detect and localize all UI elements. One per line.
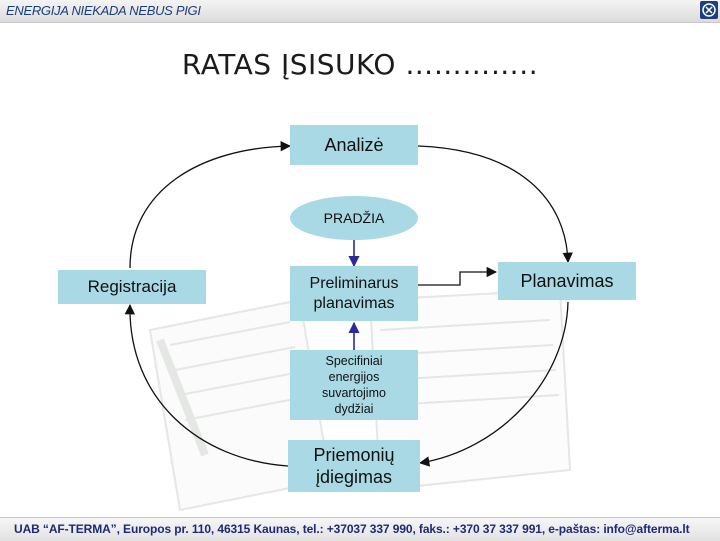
arrow-registracija-to-analize xyxy=(129,141,292,269)
arrow-planavimas-to-priemoniu xyxy=(418,301,569,467)
node-registracija-label: Registracija xyxy=(87,277,177,296)
node-priemoniu-label: Priemonių įdiegimas xyxy=(313,445,395,487)
header-bar: ENERGIJA NIEKADA NEBUS PIGI xyxy=(0,0,720,23)
company-logo-icon xyxy=(700,1,718,19)
node-preliminarus-label: Preliminarus planavimas xyxy=(309,274,399,312)
node-specifiniai: Specifiniai energijos suvartojimo dydžia… xyxy=(290,350,418,420)
node-planavimas-label: Planavimas xyxy=(520,270,614,291)
node-registracija: Registracija xyxy=(58,270,206,304)
arrow-analize-to-planavimas xyxy=(417,145,573,264)
footer-bar: UAB “AF-TERMA”, Europos pr. 110, 46315 K… xyxy=(0,517,720,541)
node-preliminarus-planavimas: Preliminarus planavimas xyxy=(290,266,418,321)
arrow-preliminarus-to-planavimas xyxy=(418,266,498,286)
node-planavimas: Planavimas xyxy=(498,262,636,300)
node-analize: Analizė xyxy=(290,125,418,165)
node-analize-label: Analizė xyxy=(324,134,384,155)
node-pradzia-label: PRADŽIA xyxy=(323,210,385,226)
node-pradzia: PRADŽIA xyxy=(290,196,418,240)
slide-title: RATAS ĮSISUKO ………….. xyxy=(181,48,539,81)
header-tagline: ENERGIJA NIEKADA NEBUS PIGI xyxy=(6,3,201,18)
node-specifiniai-label: Specifiniai energijos suvartojimo dydžia… xyxy=(322,354,386,416)
node-priemoniu-idiegimas: Priemonių įdiegimas xyxy=(288,440,420,492)
footer-contact: UAB “AF-TERMA”, Europos pr. 110, 46315 K… xyxy=(14,522,690,536)
arrow-priemoniu-to-registracija xyxy=(124,303,289,467)
